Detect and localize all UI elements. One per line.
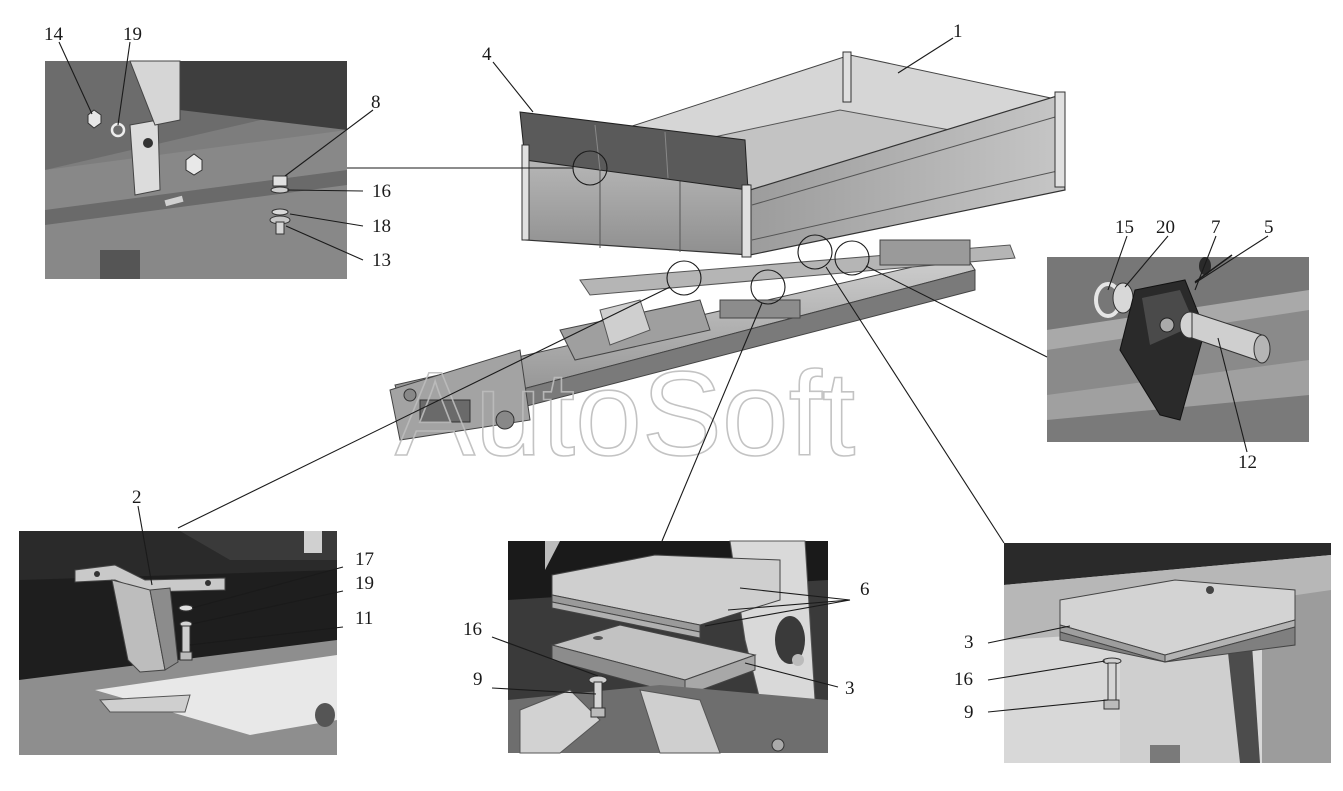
detail-markers [572,150,870,305]
callout-17: 17 [355,549,374,570]
callout-9: 9 [473,669,483,690]
detail-panel-bracket [19,531,337,755]
watermark-text: AutoSoft [395,347,855,481]
main-assembly [389,51,1066,441]
detail-panel-shims [508,540,828,754]
detail-panel-shims-rear [1004,543,1331,763]
callout-19b: 19 [355,573,374,594]
callout-14: 14 [44,24,64,45]
chassis-frame [389,239,1016,441]
callout-3: 3 [845,678,855,699]
callout-6: 6 [860,579,870,600]
callout-8: 8 [371,92,381,113]
callout-16b: 16 [463,619,482,640]
callout-4: 4 [482,44,492,65]
callout-2: 2 [132,487,142,508]
callout-13: 13 [372,250,391,271]
callout-16: 16 [372,181,391,202]
callout-19: 19 [123,24,142,45]
callout-3b: 3 [964,632,974,653]
callout-15: 15 [1115,217,1134,238]
callout-7: 7 [1211,217,1221,238]
detail-panel-hinge [1047,254,1309,442]
callout-5: 5 [1264,217,1274,238]
callout-18: 18 [372,216,391,237]
callout-12: 12 [1238,452,1257,473]
dump-body [519,51,1066,258]
callout-20: 20 [1156,217,1175,238]
detail-panel-fastening-top [45,60,347,279]
callout-9b: 9 [964,702,974,723]
leader-lines [58,37,1269,713]
callout-11: 11 [355,608,373,629]
callout-16c: 16 [954,669,973,690]
callout-labels: 1 4 14 19 8 16 18 13 15 20 7 5 12 2 17 1… [44,21,1274,723]
callout-1: 1 [953,21,963,42]
